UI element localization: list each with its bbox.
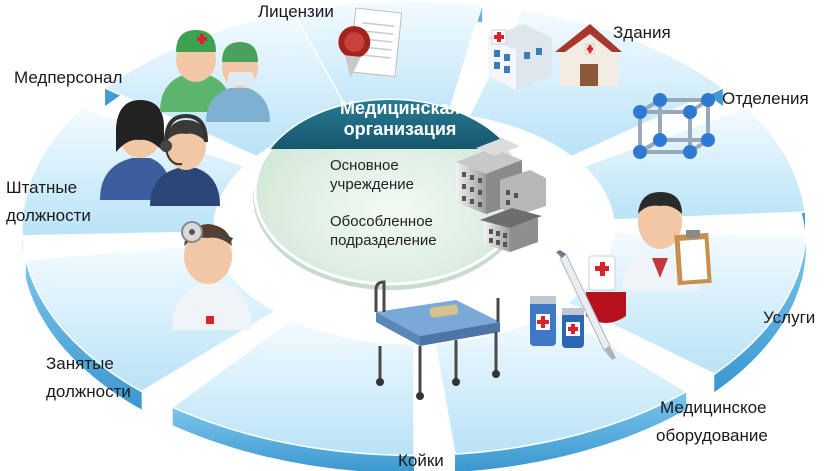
license-certificate-icon (338, 7, 403, 78)
medical-vials-syringe-icon (530, 250, 626, 360)
label-beds: Койки (398, 451, 444, 470)
center-organization: Медицинская организация Основное учрежде… (253, 98, 546, 290)
branch-building-icon (480, 208, 542, 252)
main-building-icon (456, 138, 546, 216)
segment-labels: Лицензии Здания Отделения Услуги Медицин… (6, 2, 815, 470)
surgeons-icon (160, 30, 270, 122)
label-equipment-line2: оборудование (656, 426, 768, 445)
center-title-line1: Медицинская (340, 98, 460, 118)
hospital-bed-icon (374, 280, 500, 400)
label-licenses: Лицензии (258, 2, 334, 21)
label-occupied-line1: Занятые (46, 354, 114, 373)
label-departments: Отделения (722, 89, 809, 108)
segment-services (565, 231, 807, 393)
center-item-main-line1: Основное (330, 157, 399, 174)
segment-departments (582, 106, 806, 231)
molecule-structure-icon (633, 93, 715, 159)
doctor-head-mirror-icon (172, 221, 252, 330)
center-item-branch-line2: подразделение (330, 232, 437, 249)
doctor-clipboard-icon (622, 192, 712, 290)
label-personnel: Медперсонал (14, 68, 122, 87)
center-item-branch-line1: Обособленное (330, 213, 433, 230)
label-staff-positions-line1: Штатные (6, 178, 77, 197)
segment-beds (171, 318, 415, 471)
label-buildings: Здания (613, 23, 671, 42)
label-services: Услуги (763, 308, 815, 327)
center-title-line2: организация (344, 119, 457, 139)
hospital-buildings-icon (488, 24, 622, 90)
center-item-main-line2: учреждение (330, 176, 414, 193)
label-occupied-line2: должности (46, 382, 131, 401)
staff-operators-icon (100, 100, 220, 206)
segment-equipment (434, 310, 688, 471)
label-equipment-line1: Медицинское (660, 398, 767, 417)
segment-ring (21, 0, 807, 471)
label-staff-positions-line2: должности (6, 206, 91, 225)
